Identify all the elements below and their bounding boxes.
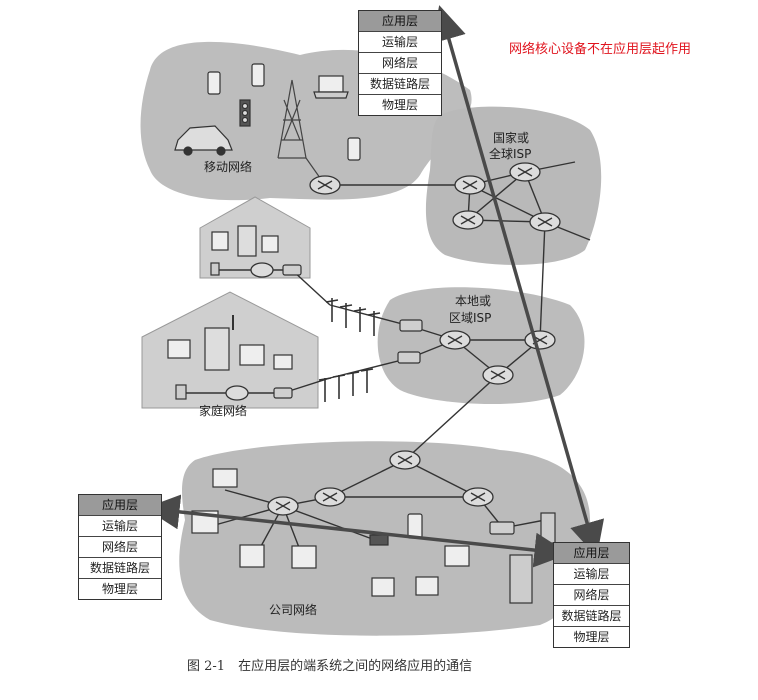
laptop	[212, 468, 238, 488]
stack-layer-transport: 运输层	[554, 563, 629, 584]
monitor	[211, 231, 229, 251]
monitor	[291, 545, 317, 569]
modem	[397, 351, 421, 364]
router	[454, 175, 486, 195]
router	[439, 330, 471, 350]
figure-caption: 图 2-1 在应用层的端系统之间的网络应用的通信	[187, 659, 473, 674]
stack-layer-link: 数据链路层	[359, 73, 441, 94]
laptop	[415, 576, 439, 596]
stack-layer-physical: 物理层	[554, 626, 629, 647]
app-comm-arrow-horizontal	[144, 494, 570, 568]
utility-poles	[318, 298, 381, 402]
home-network-label: 家庭网络	[199, 404, 248, 418]
router	[524, 330, 556, 350]
switch	[489, 521, 515, 535]
stack-layer-network: 网络层	[79, 536, 161, 557]
annotation-note: 网络核心设备不在应用层起作用	[509, 42, 692, 57]
server	[509, 554, 533, 604]
monitor	[239, 544, 265, 568]
enterprise-network-label: 公司网络	[269, 603, 318, 617]
stack-layer-network: 网络层	[554, 584, 629, 605]
mobile-network-label: 移动网络	[204, 160, 253, 174]
tablet	[407, 513, 423, 539]
monitor	[239, 344, 265, 366]
laptop	[371, 577, 395, 597]
stack-layer-link: 数据链路层	[79, 557, 161, 578]
server	[540, 512, 556, 544]
stack-layer-physical: 物理层	[79, 578, 161, 599]
router	[482, 365, 514, 385]
car	[174, 125, 233, 151]
router	[250, 262, 274, 278]
global-isp-label-line1: 国家或	[493, 131, 530, 145]
router	[314, 487, 346, 507]
router	[225, 385, 249, 401]
monitor	[261, 235, 279, 253]
modems	[273, 264, 515, 535]
stack-layer-application: 应用层	[554, 543, 629, 563]
home-devices	[167, 225, 293, 400]
router	[309, 175, 341, 195]
router	[389, 450, 421, 470]
stack-layer-physical: 物理层	[359, 94, 441, 115]
laptop	[167, 339, 191, 359]
global-isp-label-line2: 全球ISP	[489, 147, 532, 161]
protocol-stack-top: 应用层 运输层 网络层 数据链路层 物理层	[358, 10, 442, 116]
protocol-stack-left: 应用层 运输层 网络层 数据链路层 物理层	[78, 494, 162, 600]
monitor	[444, 545, 470, 567]
mobile-devices	[174, 63, 361, 161]
router	[529, 212, 561, 232]
router	[509, 162, 541, 182]
device	[369, 534, 389, 546]
stack-layer-link: 数据链路层	[554, 605, 629, 626]
laptop	[273, 354, 293, 370]
fridge	[237, 225, 257, 257]
protocol-stack-right: 应用层 运输层 网络层 数据链路层 物理层	[553, 542, 630, 648]
router	[267, 496, 299, 516]
local-isp-label-line2: 区域ISP	[449, 311, 492, 325]
phone	[207, 71, 221, 95]
router	[452, 210, 484, 230]
fridge	[204, 327, 230, 371]
stack-layer-transport: 运输层	[359, 31, 441, 52]
phone	[347, 137, 361, 161]
router	[462, 487, 494, 507]
local-isp-label-line1: 本地或	[455, 294, 492, 308]
modem	[399, 319, 423, 332]
laptop	[318, 75, 344, 93]
stack-layer-network: 网络层	[359, 52, 441, 73]
modem	[282, 264, 302, 276]
modem	[273, 387, 293, 399]
app-comm-arrow-vertical	[431, 5, 605, 557]
stack-layer-application: 应用层	[359, 11, 441, 31]
stack-layer-transport: 运输层	[79, 515, 161, 536]
phone	[251, 63, 265, 87]
stack-layer-application: 应用层	[79, 495, 161, 515]
lower-house	[141, 291, 319, 409]
